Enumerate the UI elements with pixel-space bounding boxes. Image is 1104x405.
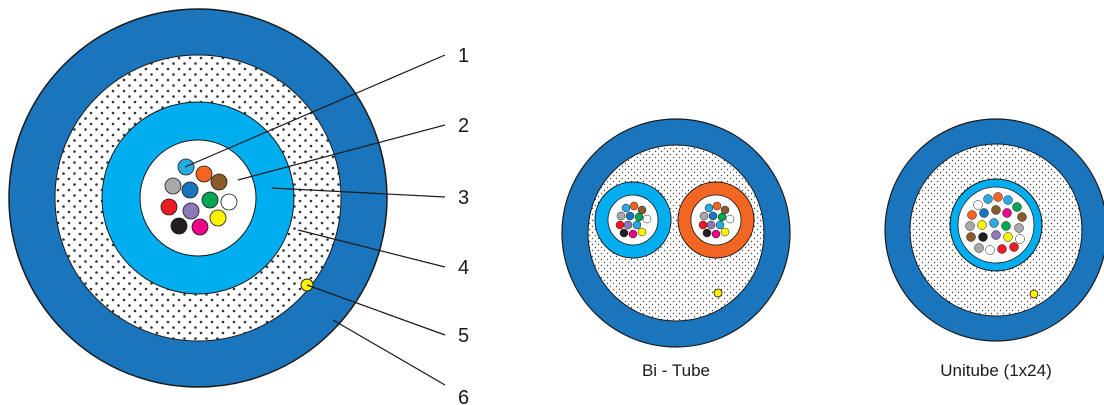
fiber-yellow	[720, 227, 730, 237]
fiber-slate	[974, 243, 984, 253]
fiber-slate	[1014, 223, 1024, 233]
fiber-red	[1009, 242, 1019, 252]
fiber-aqua	[715, 220, 725, 230]
fiber-aqua	[632, 220, 642, 230]
leader-line-6	[332, 319, 446, 386]
fiber-white	[725, 214, 735, 224]
fiber-aqua	[704, 203, 714, 213]
fiber-white	[220, 193, 238, 211]
callout-4: 4	[458, 257, 469, 279]
fiber-black	[978, 232, 988, 242]
bi-tube-left-fibers	[615, 201, 652, 239]
fiber-white	[642, 214, 652, 224]
fiber-rose	[628, 229, 638, 239]
fiber-brown	[1017, 212, 1027, 222]
fiber-aqua	[989, 218, 999, 228]
bi-tube-cable-cross-section	[561, 118, 791, 348]
callout-5: 5	[458, 325, 469, 347]
fiber-white	[973, 200, 983, 210]
fiber-orange	[967, 210, 977, 220]
optical-fibers	[160, 158, 238, 236]
leader-line-1	[184, 54, 446, 168]
fiber-red	[997, 244, 1007, 254]
callout-6: 6	[458, 387, 469, 405]
fiber-green	[1012, 202, 1022, 212]
fiber-violet	[706, 220, 716, 230]
fiber-black	[619, 228, 629, 238]
unitube-fibers	[965, 192, 1027, 255]
fiber-yellow	[977, 220, 987, 230]
unitube-caption: Unitube (1x24)	[940, 361, 1052, 380]
callout-numbers: 1 2 3 4 5 6	[458, 45, 469, 405]
tube-gel-core	[139, 139, 257, 257]
fiber-yellow	[209, 209, 227, 227]
fiber-violet	[182, 202, 200, 220]
fiber-brown	[210, 173, 228, 191]
fiber-red	[615, 220, 625, 230]
callout-3: 3	[458, 187, 469, 209]
callout-1: 1	[458, 45, 469, 67]
fiber-yellow	[1003, 232, 1013, 242]
fiber-black	[170, 217, 188, 235]
fiber-blue	[708, 211, 718, 221]
fiber-violet	[991, 230, 1001, 240]
fiber-rose	[711, 229, 721, 239]
fiber-blue	[181, 181, 199, 199]
fiber-orange	[712, 201, 722, 211]
leader-line-4	[297, 229, 446, 268]
fiber-blue	[625, 211, 635, 221]
fiber-yellow	[637, 227, 647, 237]
fiber-orange	[993, 192, 1003, 202]
leader-lines	[184, 54, 446, 386]
fiber-brown	[991, 205, 1001, 215]
fiber-orange	[195, 165, 213, 183]
fiber-aqua	[1003, 195, 1013, 205]
fiber-green	[201, 191, 219, 209]
leader-line-5	[306, 284, 446, 336]
fiber-white	[985, 245, 995, 255]
callout-2: 2	[458, 115, 469, 137]
bi-tube-caption: Bi - Tube	[642, 361, 710, 380]
leader-line-3	[271, 187, 446, 198]
fiber-slate	[965, 221, 975, 231]
fiber-green	[634, 212, 644, 222]
unitube-ripcord	[1029, 289, 1039, 299]
bi-tube-ripcord	[713, 288, 723, 298]
fiber-blue	[979, 208, 989, 218]
fiber-white	[1015, 234, 1025, 244]
fiber-green	[717, 212, 727, 222]
fiber-slate	[616, 211, 626, 221]
fiber-black	[702, 228, 712, 238]
fiber-violet	[623, 220, 633, 230]
fiber-red	[160, 198, 178, 216]
main-cable-cross-section	[8, 8, 388, 388]
unitube-cable-cross-section	[884, 118, 1104, 342]
leader-line-2	[237, 124, 446, 181]
fiber-aqua	[621, 203, 631, 213]
fiber-green	[1001, 221, 1011, 231]
fiber-slate	[164, 177, 182, 195]
fiber-red	[698, 220, 708, 230]
fiber-aqua	[983, 194, 993, 204]
fiber-orange	[629, 201, 639, 211]
fiber-slate	[699, 211, 709, 221]
fiber-rose	[1002, 208, 1012, 218]
bi-tube-right-fibers	[698, 201, 735, 239]
fiber-rose	[191, 218, 209, 236]
fiber-brown	[966, 232, 976, 242]
